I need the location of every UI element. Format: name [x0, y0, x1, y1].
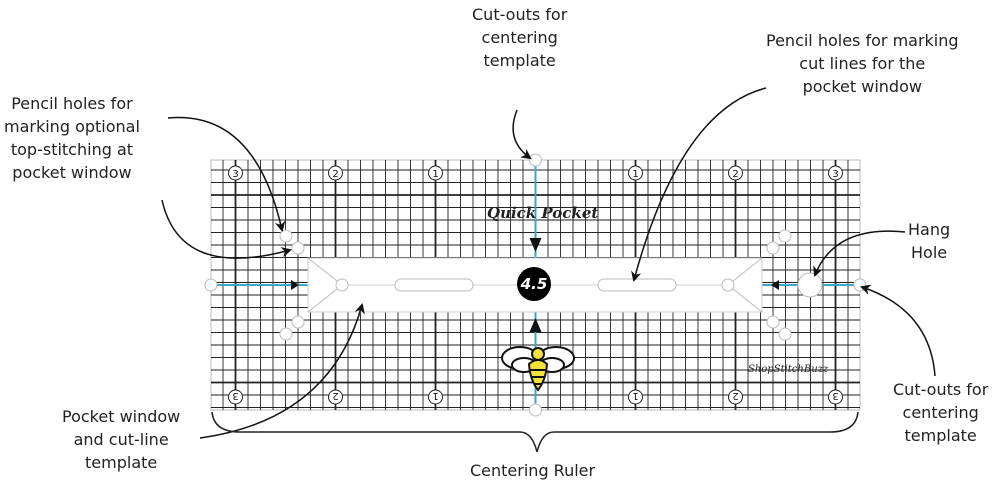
top-stitch-pencil-hole	[778, 327, 792, 341]
inch-marker-top-label: 2	[332, 169, 338, 180]
center-arrow-right-icon	[291, 280, 299, 290]
centering-ruler: 3 3 2 2 1 1 1 1 2 2 3 3	[204, 153, 867, 417]
inch-marker-top	[328, 165, 343, 181]
top-stitch-pencil-hole	[279, 327, 293, 341]
brand-mark: ShopStitchBuzz	[748, 364, 829, 375]
inch-marker-top-label: 3	[232, 169, 238, 180]
window-pencil-hole	[721, 278, 735, 292]
inch-marker-top-label: 1	[632, 169, 638, 180]
top-stitch-pencil-hole	[291, 241, 305, 255]
centering-cutout	[529, 153, 542, 167]
size-badge-text: 4.5	[520, 275, 548, 293]
callout-bottom-right: Cut-outs for centering template	[893, 380, 989, 445]
inch-marker-bottom	[328, 389, 343, 405]
centering-ruler-brace	[211, 411, 859, 453]
inch-marker-top	[428, 165, 443, 181]
inch-marker-bottom	[228, 389, 243, 405]
inch-marker-top-label: 1	[432, 169, 438, 180]
callout-top-left: Pencil holes for marking optional top-st…	[4, 94, 140, 182]
callout-hang-hole: Hang Hole	[908, 220, 951, 262]
top-stitch-pencil-hole	[766, 315, 780, 329]
arrow-top-center	[512, 109, 532, 160]
window-pencil-hole	[335, 278, 349, 292]
arrow-hang-hole	[813, 230, 906, 277]
cut-line-slot	[597, 278, 677, 292]
inch-marker-bottom	[428, 389, 443, 405]
center-arrow-left-icon	[771, 280, 779, 290]
inch-markers: 3 3 2 2 1 1 1 1 2 2 3 3	[228, 165, 843, 405]
center-arrow-up-icon	[529, 318, 542, 332]
arrow-bottom-right	[860, 284, 936, 377]
inch-marker-bottom-label: 1	[432, 390, 438, 401]
center-arrow-down-icon	[529, 238, 542, 252]
inch-marker-top	[728, 165, 743, 181]
callout-top-right: Pencil holes for marking cut lines for t…	[766, 31, 959, 96]
top-stitch-pencil-hole	[291, 315, 305, 329]
centering-cutout	[853, 278, 867, 292]
arrow-top-left-upper	[167, 116, 286, 233]
top-stitch-pencil-hole	[279, 229, 293, 243]
inch-marker-bottom-label: 1	[632, 390, 638, 401]
inch-marker-bottom	[828, 389, 843, 405]
centering-cutout	[204, 278, 218, 292]
inch-marker-bottom-label: 3	[232, 390, 238, 401]
cut-line-slot	[394, 278, 474, 292]
inch-marker-bottom-label: 2	[332, 390, 338, 401]
top-stitch-pencil-hole	[778, 229, 792, 243]
size-badge: 4.5	[517, 267, 551, 301]
centering-cutout	[529, 403, 542, 417]
callout-bottom-left: Pocket window and cut-line template	[62, 407, 181, 472]
hang-hole	[797, 272, 823, 298]
inch-marker-top	[628, 165, 643, 181]
inch-marker-top-label: 2	[732, 169, 738, 180]
arrow-top-right	[631, 87, 767, 283]
inch-marker-bottom-label: 3	[832, 390, 838, 401]
inch-marker-top	[228, 165, 243, 181]
inch-marker-top	[828, 165, 843, 181]
product-name: Quick Pocket	[487, 204, 599, 222]
inch-marker-top-label: 3	[832, 169, 838, 180]
inch-marker-bottom	[628, 389, 643, 405]
inch-marker-bottom-label: 2	[732, 390, 738, 401]
inch-marker-bottom	[728, 389, 743, 405]
top-stitch-pencil-hole	[766, 241, 780, 255]
arrow-top-left-lower	[161, 199, 293, 259]
callout-top-center: Cut-outs for centering template	[472, 5, 568, 70]
bee-logo-icon	[501, 346, 575, 392]
callout-centering-ruler: Centering Ruler	[470, 461, 596, 480]
